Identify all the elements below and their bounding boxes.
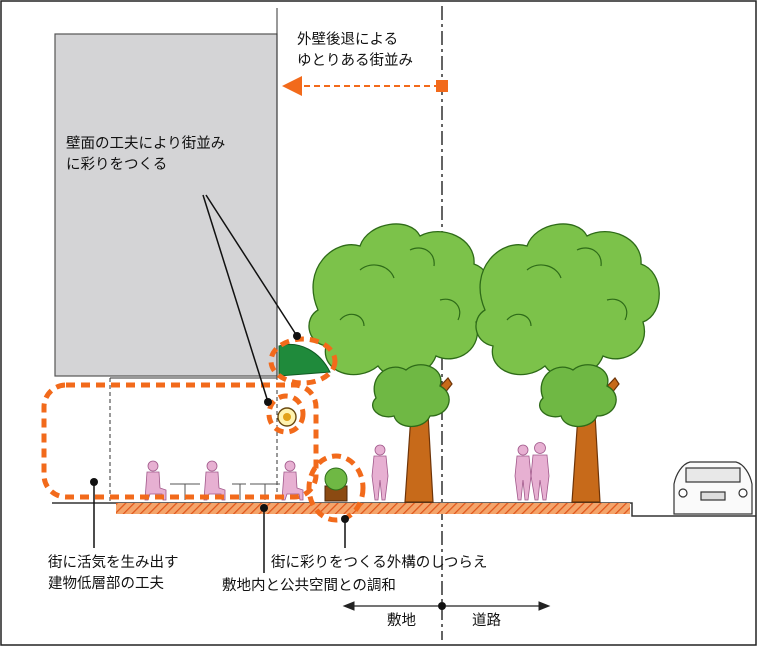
people-figures [144,442,550,501]
building-wall [54,33,278,377]
zone-arrows [342,601,551,611]
awning [278,344,331,377]
setback-callout: 外壁後退による ゆとりある街並み [297,30,413,72]
wall-design-callout-line-2: に彩りをつくる [66,157,168,173]
exterior-callout: 街に彩りをつくる外構のしつらえ [271,555,488,571]
leader-dots [90,332,349,523]
lower-floor-outline [109,376,278,502]
setback-callout-line-1: 外壁後退による [297,32,399,48]
site-zone-label: 敷地 [387,613,416,629]
road-zone-label: 道路 [472,613,501,629]
highlight-outlines [41,336,366,523]
site-hatched-ground [116,503,630,514]
street-tree-2 [475,223,660,503]
wall-design-callout: 壁面の工夫により街並み に彩りをつくる [66,134,225,176]
harmony-callout: 敷地内と公共空間との調和 [222,578,396,594]
wall-decoration [277,407,297,427]
parked-car [673,461,753,515]
wall-design-callout-line-1: 壁面の工夫により街並み [66,136,226,152]
street-tree-1 [308,223,493,503]
setback-arrow-anchor [436,80,448,92]
setback-callout-line-2: ゆとりある街並み [297,53,413,69]
lower-floor-callout-line-2: 建物低層部の工夫 [48,576,164,592]
lower-floor-callout-line-1: 街に活気を生み出す [48,555,179,571]
planter [324,467,348,502]
leader-lines [93,194,346,573]
lower-floor-callout: 街に活気を生み出す 建物低層部の工夫 [48,553,179,595]
